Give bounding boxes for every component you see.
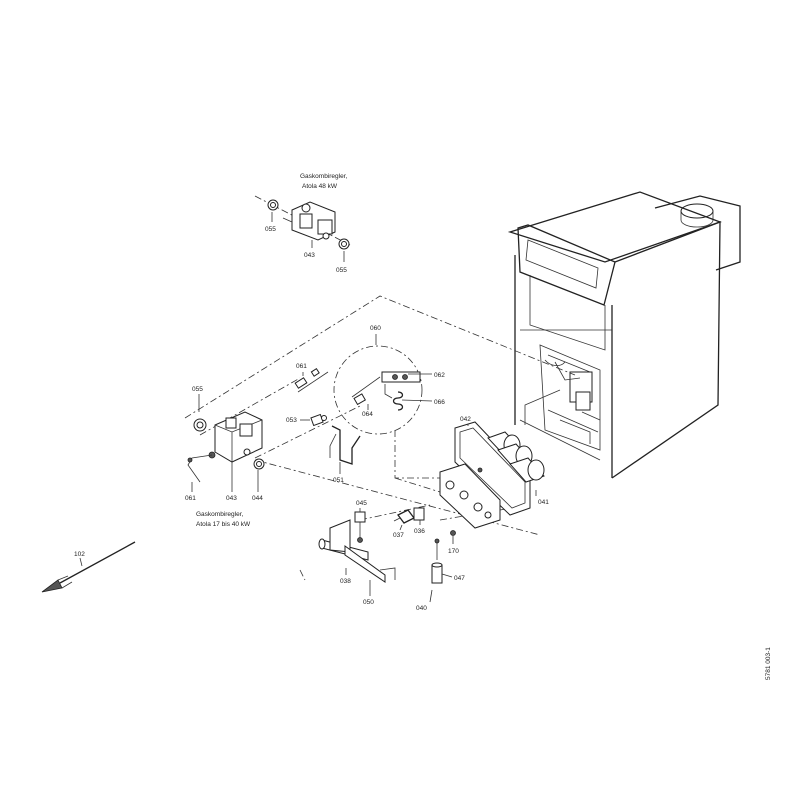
drawing-number: 5781 003-1: [765, 647, 772, 680]
label-060: 060: [370, 325, 381, 332]
label-037: 037: [393, 532, 404, 539]
leader-lines: [79, 212, 537, 603]
label-051: 051: [333, 477, 344, 484]
label-045: 045: [356, 500, 367, 507]
label-064: 064: [362, 411, 373, 418]
gas-manifold-038: [318, 511, 443, 584]
part-053: [310, 413, 327, 427]
label-062: 062: [434, 372, 445, 379]
label-055-top-left: 055: [265, 226, 276, 233]
label-043-top: 043: [304, 252, 315, 259]
caption-top-line2: Atola 48 kW: [302, 183, 338, 190]
label-061-upper: 061: [296, 363, 307, 370]
label-042: 042: [460, 416, 471, 423]
ignition-detail-circle: [333, 345, 423, 435]
tool-102: [41, 541, 136, 593]
label-066: 066: [434, 399, 445, 406]
pilot-tube-051: [329, 425, 361, 465]
gas-valve-48kw: [254, 195, 351, 250]
captions: Gaskombiregler, Atola 48 kW Gaskombiregl…: [196, 173, 348, 528]
label-043-lower: 043: [226, 495, 237, 502]
label-038: 038: [340, 578, 351, 585]
label-040: 040: [416, 605, 427, 612]
label-053: 053: [286, 417, 297, 424]
boiler-housing: [507, 191, 741, 479]
label-055-top-right: 055: [336, 267, 347, 274]
thermocouple-upper: [294, 367, 329, 393]
caption-bottom-line1: Gaskombiregler,: [196, 511, 244, 518]
label-036: 036: [414, 528, 425, 535]
caption-top-line1: Gaskombiregler,: [300, 173, 348, 180]
label-047: 047: [454, 575, 465, 582]
gas-valve-17-40kw: [187, 411, 265, 483]
label-061-lower: 061: [185, 495, 196, 502]
label-055-mid: 055: [192, 386, 203, 393]
brackets-037-036: [393, 507, 456, 536]
part-labels: 055 043 055 060 061 055 053 062 064 066 …: [74, 226, 549, 612]
label-102: 102: [74, 551, 85, 558]
burner-assembly: [439, 421, 545, 529]
caption-bottom-line2: Atola 17 bis 40 kW: [196, 521, 251, 528]
label-041: 041: [538, 499, 549, 506]
label-170: 170: [448, 548, 459, 555]
label-044: 044: [252, 495, 263, 502]
burner-bar-3: [509, 457, 545, 483]
label-050: 050: [363, 599, 374, 606]
